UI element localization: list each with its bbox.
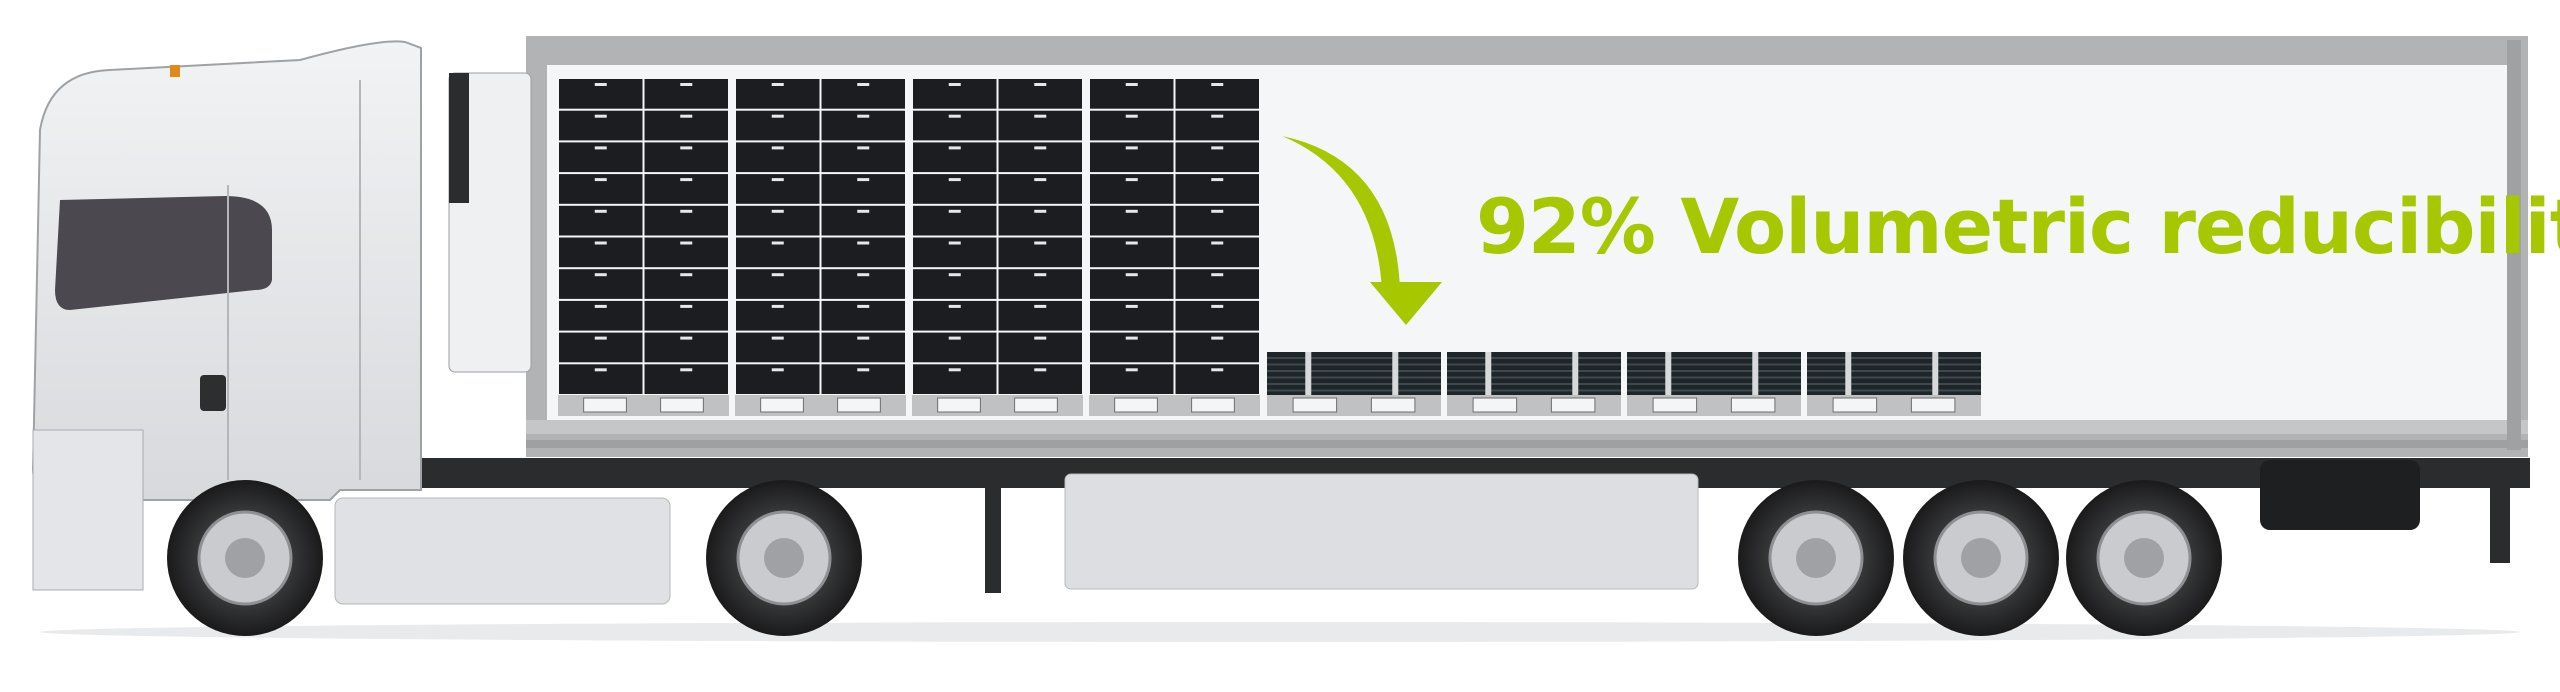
wheel xyxy=(2066,480,2222,636)
wheel xyxy=(706,480,862,636)
collapsed-crates xyxy=(1627,352,1801,395)
reefer-unit xyxy=(448,72,532,373)
stacked-crate-pallet xyxy=(912,79,1083,416)
collapsed-crate-pallet xyxy=(1267,352,1441,416)
collapsed-crates xyxy=(1267,352,1441,395)
beacon-light xyxy=(170,65,180,77)
door-handle xyxy=(200,375,226,411)
cab-window xyxy=(55,196,272,310)
collapsed-crates xyxy=(1447,352,1621,395)
spare-tire xyxy=(2260,460,2420,530)
collapsed-crate-pallet xyxy=(1627,352,1801,416)
wheels xyxy=(167,480,2222,636)
side-skirt xyxy=(1064,473,1699,590)
stacked-crate-pallet xyxy=(735,79,906,416)
cargo xyxy=(558,79,1981,416)
collapsed-crate-pallet xyxy=(1807,352,1981,416)
wheel xyxy=(167,480,323,636)
stacked-crate-pallet xyxy=(1089,79,1260,416)
wheel xyxy=(1738,480,1894,636)
arrow-down-curved-icon xyxy=(1282,136,1442,325)
fuel-tank xyxy=(334,497,671,605)
wheel xyxy=(1903,480,2059,636)
reefer-vent xyxy=(449,73,469,203)
collapsed-crate-pallet xyxy=(1447,352,1621,416)
volumetric-reducibility-headline: 92% Volumetric reducibility xyxy=(1476,182,2560,271)
collapsed-crates xyxy=(1807,352,1981,395)
truck-cab xyxy=(31,40,422,591)
ground-shadow xyxy=(40,622,2520,642)
stacked-crate-pallet xyxy=(558,79,729,416)
